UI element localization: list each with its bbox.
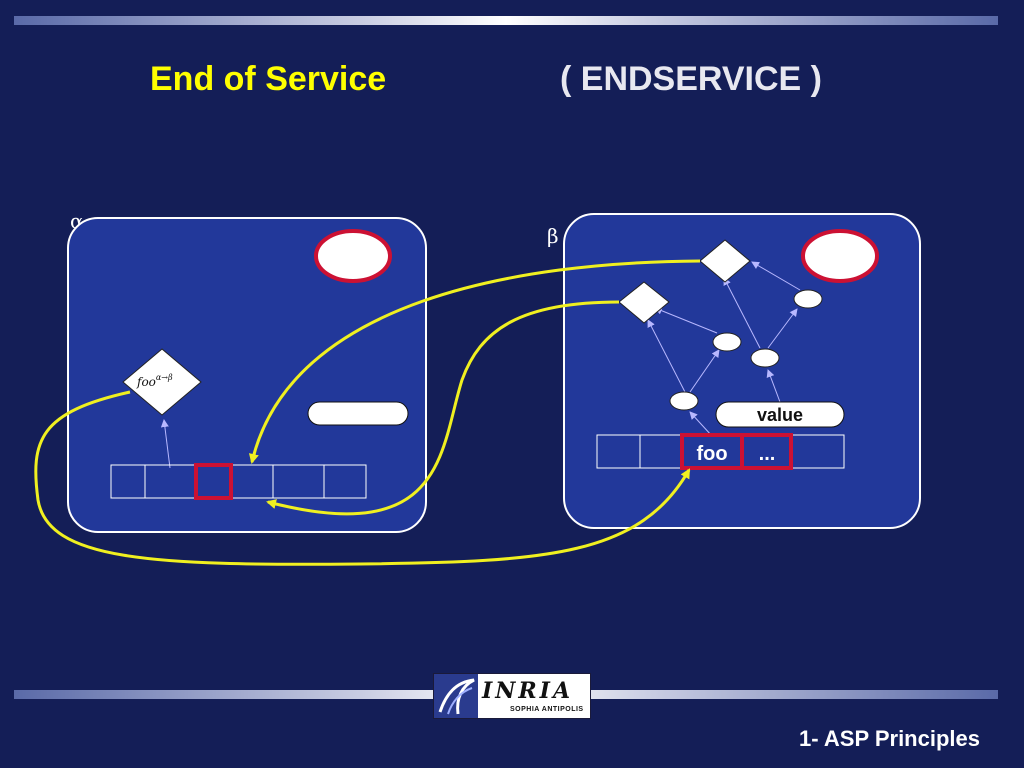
- alpha-body-oval: [314, 229, 392, 283]
- inria-logo-mark-icon: [434, 674, 478, 718]
- beta-queue-ellipsis-label: ...: [759, 443, 776, 465]
- beta-object-node: [750, 348, 780, 368]
- alpha-future-pill: [307, 401, 409, 426]
- beta-request-diamond-top: [699, 239, 751, 283]
- beta-queue-ellipsis-cell: [740, 433, 793, 470]
- top-divider-bar: [14, 16, 998, 25]
- alpha-request-label: fooα→β: [136, 373, 173, 389]
- inria-logo-subtitle: SOPHIA ANTIPOLIS: [510, 706, 584, 713]
- beta-value-label: value: [757, 405, 803, 425]
- alpha-request-queue: [110, 463, 367, 500]
- beta-object-node: [669, 391, 699, 411]
- reply-arrow-to-alpha-future: [248, 259, 701, 464]
- beta-body-oval: [801, 229, 879, 283]
- inria-logo-text: INRIA: [482, 678, 574, 704]
- beta-request-diamond-left: [618, 281, 670, 324]
- beta-queue-foo-label: foo: [696, 443, 727, 465]
- beta-object-graph-links: [647, 261, 801, 437]
- beta-label: β: [547, 224, 559, 248]
- alpha-queue-highlight-cell: [194, 463, 233, 500]
- request-arrow-to-beta-queue: [34, 390, 691, 566]
- beta-value-pill: [715, 401, 845, 428]
- reply-arrow-to-alpha-queue: [266, 300, 620, 516]
- inria-logo: INRIA SOPHIA ANTIPOLIS: [433, 673, 591, 719]
- activity-alpha-box: [67, 217, 427, 533]
- slide-title-command: ( ENDSERVICE ): [560, 60, 822, 98]
- slide-title: End of Service: [150, 60, 387, 98]
- slide-footer: 1- ASP Principles: [799, 726, 980, 751]
- beta-request-queue: [596, 433, 845, 470]
- beta-object-node: [793, 289, 823, 309]
- alpha-request-diamond: [122, 348, 202, 416]
- beta-object-node: [712, 332, 742, 352]
- alpha-queue-link-arrow: [160, 419, 171, 469]
